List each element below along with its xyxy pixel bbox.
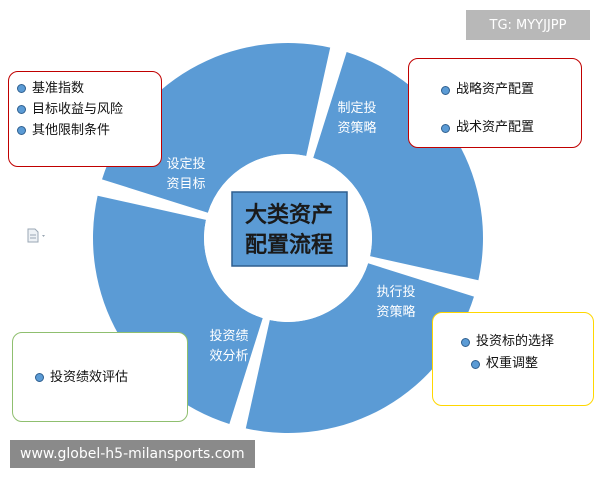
list-item: 权重调整 bbox=[461, 353, 587, 375]
footer-url-banner: www.globel-h5-milansports.com bbox=[10, 440, 255, 468]
segment-label-execute-line2: 资策略 bbox=[376, 304, 415, 320]
bullet-icon bbox=[17, 84, 26, 93]
list-item: 投资标的选择 bbox=[461, 331, 587, 353]
bullet-icon bbox=[441, 123, 450, 133]
segment-label-goal-line1: 设定投 bbox=[166, 156, 205, 172]
bullet-icon bbox=[17, 126, 26, 135]
list-item-label: 投资绩效评估 bbox=[50, 370, 129, 385]
segment-analysis bbox=[92, 195, 263, 424]
list-item-label: 战略资产配置 bbox=[456, 82, 535, 97]
list-item-label: 其他限制条件 bbox=[32, 123, 111, 138]
center-title-line1: 大类资产 bbox=[245, 203, 333, 228]
segment-label-goal-line2: 资目标 bbox=[166, 177, 205, 192]
segment-execute bbox=[245, 263, 474, 433]
list-item-label: 基准指数 bbox=[32, 81, 85, 96]
segment-strategy bbox=[313, 52, 483, 281]
bullet-icon bbox=[17, 105, 26, 114]
segment-label-analysis-line2: 效分析 bbox=[209, 349, 248, 364]
bullet-icon bbox=[461, 337, 470, 347]
bullet-icon bbox=[35, 373, 44, 382]
callout-goal-details: 基准指数 目标收益与风险 其他限制条件 bbox=[8, 71, 162, 167]
list-item: 目标收益与风险 bbox=[17, 99, 153, 120]
callout-analysis-details: 投资绩效评估 bbox=[12, 332, 188, 422]
bullet-icon bbox=[471, 359, 480, 369]
list-item: 基准指数 bbox=[17, 78, 153, 99]
list-item: 其他限制条件 bbox=[17, 120, 153, 141]
list-item-label: 权重调整 bbox=[486, 356, 539, 371]
center-box bbox=[231, 191, 348, 267]
list-item-label: 目标收益与风险 bbox=[32, 102, 124, 117]
list-item-label: 投资标的选择 bbox=[476, 334, 555, 349]
list-item-label: 战术资产配置 bbox=[456, 120, 535, 135]
callout-execution-details: 投资标的选择 权重调整 bbox=[432, 312, 594, 406]
segment-label-strategy-line1: 制定投 bbox=[337, 100, 376, 116]
bullet-icon bbox=[441, 85, 450, 95]
segment-label-analysis-line1: 投资绩 bbox=[209, 328, 248, 344]
callout-strategy-details: 战略资产配置 战术资产配置 bbox=[408, 58, 582, 148]
list-item: 投资绩效评估 bbox=[35, 367, 179, 388]
list-item: 战略资产配置 bbox=[441, 71, 573, 109]
segment-goal bbox=[102, 43, 331, 213]
list-item: 战术资产配置 bbox=[441, 109, 573, 147]
watermark-badge: TG: MYYJJPP bbox=[466, 10, 590, 40]
document-icon bbox=[27, 228, 45, 243]
segment-label-execute-line1: 执行投 bbox=[376, 284, 415, 300]
segment-label-strategy-line2: 资策略 bbox=[337, 120, 376, 136]
center-title-line2: 配置流程 bbox=[245, 232, 333, 258]
